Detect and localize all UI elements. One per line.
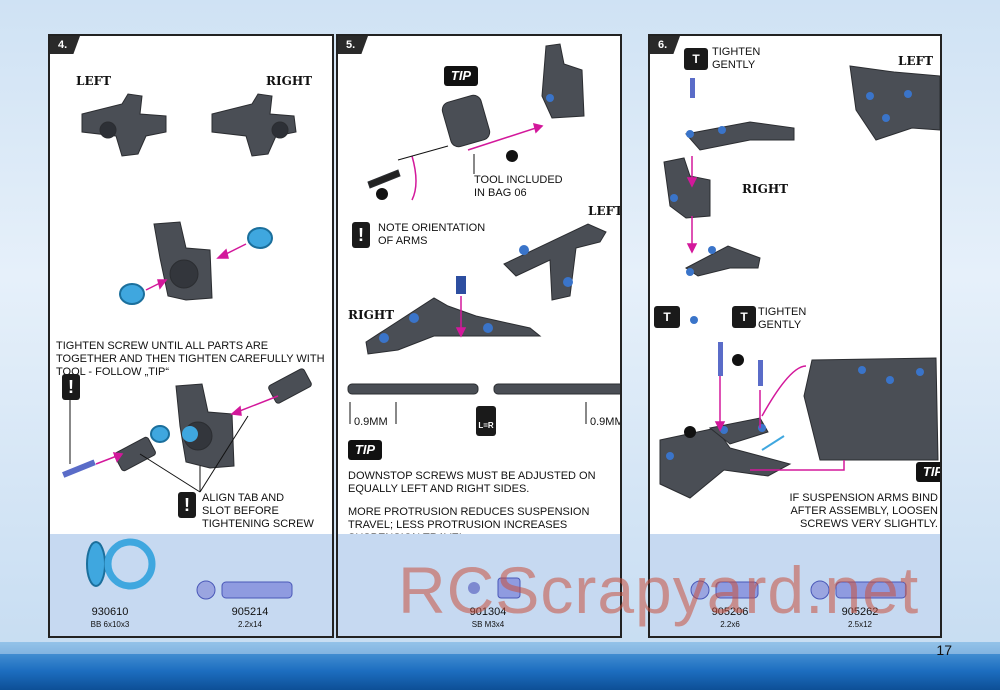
screw-head-icon xyxy=(196,580,216,600)
warning-icon: ! xyxy=(178,492,196,518)
screwdriver-icon: T xyxy=(732,306,756,328)
part-size: SB M3x4 xyxy=(471,620,505,629)
part-number: 901304 xyxy=(469,606,507,618)
tip-text: IF SUSPENSION ARMS BIND AFTER ASSEMBLY, … xyxy=(789,492,938,530)
step-6-illustration xyxy=(659,65,940,499)
part-size: 2.5x12 xyxy=(847,620,873,629)
tool-note: TOOL INCLUDED IN BAG 06 xyxy=(474,174,563,199)
screwdriver-icon: T xyxy=(684,48,708,70)
align-note: ALIGN TAB AND SLOT BEFORE TIGHTENING SCR… xyxy=(202,492,314,530)
tighten-gently: TIGHTEN GENTLY xyxy=(758,306,807,331)
parts-box: 930610 BB 6x10x3 905214 2.2x14 xyxy=(50,534,332,636)
step-5-illustration xyxy=(347,43,620,424)
step-number: 4. xyxy=(50,36,80,54)
parts-box: 901304 SB M3x4 xyxy=(338,534,620,636)
tip-badge: TIP xyxy=(444,66,478,86)
bottom-blue-band xyxy=(0,642,1000,690)
warning-icon: ! xyxy=(352,222,370,248)
step-4-panel: 4. LEFT RIGHT xyxy=(48,34,334,638)
part-size: BB 6x10x3 xyxy=(90,620,130,629)
screw-head-icon xyxy=(690,580,710,600)
watermark: RCScrapyard.net xyxy=(398,553,920,627)
right-label: RIGHT xyxy=(348,308,395,322)
tip-badge: TIP xyxy=(348,440,382,460)
part-number: 905214 xyxy=(231,606,269,618)
bearing-icon xyxy=(86,541,106,587)
tighten-gently: TIGHTEN GENTLY xyxy=(712,46,761,71)
tip-badge: TIP xyxy=(916,462,940,482)
part-number: 930610 xyxy=(91,606,129,618)
step-number: 6. xyxy=(650,36,680,54)
part-size: 2.2x14 xyxy=(237,620,263,629)
part-number: 905262 xyxy=(841,606,879,618)
orientation-note: NOTE ORIENTATION OF ARMS xyxy=(378,222,486,247)
left-label: LEFT xyxy=(76,74,112,88)
screw-head-icon xyxy=(810,580,830,600)
part-number: 905206 xyxy=(711,606,749,618)
step-4-instruction: TIGHTEN SCREW UNTIL ALL PARTS ARE TOGETH… xyxy=(56,340,325,378)
screw-icon xyxy=(715,581,759,599)
warning-icon: ! xyxy=(62,374,80,400)
parts-box: 905206 2.2x6 905262 2.5x12 xyxy=(650,534,940,636)
step-6-panel: 6. T TIGHTEN GENTLY LEFT RIGHT T T TIGHT… xyxy=(648,34,942,638)
set-screw-icon xyxy=(468,582,480,594)
screw-icon xyxy=(835,581,907,599)
step-4-illustration xyxy=(62,93,312,493)
right-label: RIGHT xyxy=(742,182,789,196)
bearing-icon xyxy=(104,538,156,590)
measure-left: 0.9mm xyxy=(354,416,388,428)
step-5-panel: 5. TIP TOOL INCLUDED IN BAG 06 ! NOTE xyxy=(336,34,622,638)
screwdriver-icon: T xyxy=(654,306,680,328)
left-label: LEFT xyxy=(898,54,934,68)
lr-symbol: L=R xyxy=(476,406,496,436)
left-label: LEFT xyxy=(588,204,622,218)
measure-right: 0.9mm xyxy=(590,416,622,428)
part-size: 2.2x6 xyxy=(720,620,740,629)
right-label: RIGHT xyxy=(266,74,313,88)
page-number: 17 xyxy=(936,642,952,658)
step-number: 5. xyxy=(338,36,368,54)
set-screw-icon xyxy=(497,577,521,599)
screw-icon xyxy=(221,581,293,599)
tip-text: DOWNSTOP SCREWS MUST BE ADJUSTED ON EQUA… xyxy=(348,470,596,495)
